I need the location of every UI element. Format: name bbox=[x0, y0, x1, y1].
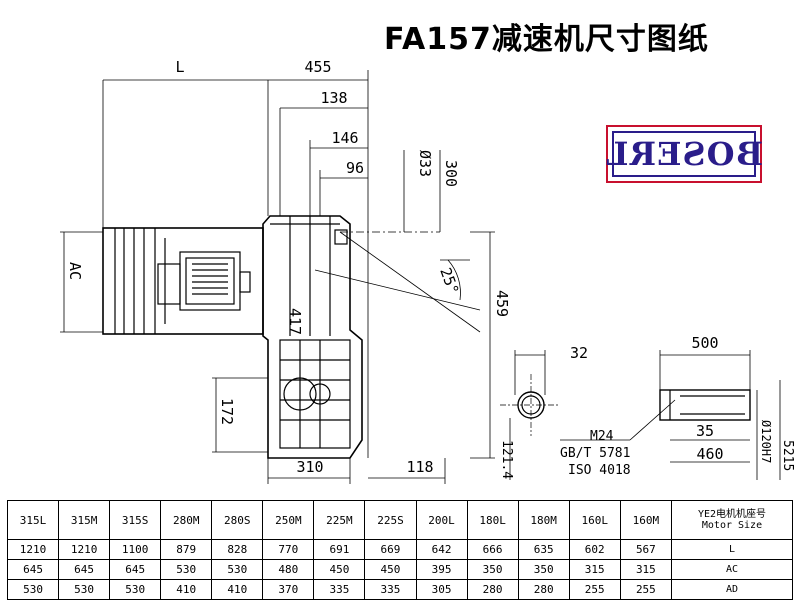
dim-5215: 5215 bbox=[780, 440, 795, 471]
table-cell: 530 bbox=[6, 579, 60, 600]
dim-l: L bbox=[175, 58, 184, 76]
dim-417: 417 bbox=[286, 308, 304, 335]
table-cell: 1210 bbox=[58, 539, 111, 560]
table-cell: 350 bbox=[517, 559, 570, 580]
table-cell: 450 bbox=[364, 559, 417, 580]
dim-32: 32 bbox=[570, 344, 588, 362]
dim-172: 172 bbox=[218, 398, 236, 425]
table-cell: 370 bbox=[262, 579, 315, 600]
table-cell: 669 bbox=[364, 539, 417, 560]
thread-iso4018: ISO 4018 bbox=[568, 463, 631, 478]
table-cell: 645 bbox=[58, 559, 111, 580]
table-size-cell: 200L bbox=[415, 500, 468, 540]
table-size-cell: 225M bbox=[313, 500, 366, 540]
dim-ac: AC bbox=[66, 262, 84, 280]
table-cell: 315 bbox=[619, 559, 673, 580]
dim-118: 118 bbox=[406, 458, 433, 476]
brand-logo-inner: BOSERL bbox=[605, 131, 763, 177]
table-cell: 305 bbox=[415, 579, 468, 600]
table-cell: 350 bbox=[466, 559, 519, 580]
table-size-cell: 250M bbox=[262, 500, 315, 540]
table-cell: 315 bbox=[568, 559, 621, 580]
table-cell: 828 bbox=[211, 539, 264, 560]
dim-0120h7: Ø120H7 bbox=[759, 420, 773, 463]
table-cell: 410 bbox=[211, 579, 264, 600]
table-cell: 645 bbox=[6, 559, 60, 580]
motor-body bbox=[102, 227, 264, 335]
dim-459: 459 bbox=[493, 290, 511, 317]
table-size-cell: 280S bbox=[211, 500, 264, 540]
table-row-label: AD bbox=[671, 579, 793, 600]
table-cell: 410 bbox=[160, 579, 213, 600]
table-size-cell: 160L bbox=[568, 500, 621, 540]
drawing-title: FA157减速机尺寸图纸 bbox=[384, 22, 709, 57]
dim-500: 500 bbox=[691, 334, 718, 352]
dim-138: 138 bbox=[320, 89, 347, 107]
table-cell: 1210 bbox=[6, 539, 60, 560]
table-cell: 280 bbox=[466, 579, 519, 600]
table-size-cell: 225S bbox=[364, 500, 417, 540]
table-cell: 335 bbox=[313, 579, 366, 600]
table-cell: 480 bbox=[262, 559, 315, 580]
table-cell: 691 bbox=[313, 539, 366, 560]
table-cell: 1100 bbox=[109, 539, 162, 560]
table-size-cell: 315L bbox=[6, 500, 60, 540]
table-cell: 635 bbox=[517, 539, 570, 560]
table-size-cell: 315M bbox=[58, 500, 111, 540]
brand-logo: BOSERL bbox=[605, 125, 763, 183]
table-cell: 879 bbox=[160, 539, 213, 560]
gearbox-body bbox=[262, 215, 363, 459]
table-cell: 770 bbox=[262, 539, 315, 560]
dim-121-4: 121.4 bbox=[499, 440, 514, 479]
table-row-label: L bbox=[671, 539, 793, 560]
table-cell: 255 bbox=[568, 579, 621, 600]
table-cell: 255 bbox=[619, 579, 673, 600]
shaft-end-view bbox=[500, 350, 560, 480]
table-header-label-en: Motor Size bbox=[701, 520, 763, 531]
table-cell: 335 bbox=[364, 579, 417, 600]
dim-96: 96 bbox=[346, 159, 364, 177]
table-row-label: AC bbox=[671, 559, 793, 580]
dim-300: 300 bbox=[442, 160, 460, 187]
table-header-label-cn: YE2电机机座号 bbox=[697, 509, 767, 520]
dim-033: Ø33 bbox=[416, 150, 434, 177]
thread-m24: M24 bbox=[590, 429, 614, 444]
table-cell: 666 bbox=[466, 539, 519, 560]
table-size-cell: 180M bbox=[517, 500, 570, 540]
table-cell: 645 bbox=[109, 559, 162, 580]
table-size-cell: 280M bbox=[160, 500, 213, 540]
table-cell: 395 bbox=[415, 559, 468, 580]
dim-35: 35 bbox=[696, 422, 714, 440]
table-cell: 642 bbox=[415, 539, 468, 560]
table-cell: 530 bbox=[160, 559, 213, 580]
table-cell: 530 bbox=[109, 579, 162, 600]
dim-25deg: 25° bbox=[436, 265, 462, 297]
table-size-cell: 160M bbox=[619, 500, 673, 540]
dim-310: 310 bbox=[296, 458, 323, 476]
dim-455: 455 bbox=[304, 58, 331, 76]
table-cell: 530 bbox=[58, 579, 111, 600]
table-cell: 602 bbox=[568, 539, 621, 560]
table-size-cell: 180L bbox=[466, 500, 519, 540]
table-cell: 280 bbox=[517, 579, 570, 600]
table-size-cell: 315S bbox=[109, 500, 162, 540]
dim-146: 146 bbox=[331, 129, 358, 147]
shaft-side-view bbox=[560, 350, 781, 480]
table-cell: 567 bbox=[619, 539, 673, 560]
dim-460: 460 bbox=[696, 445, 723, 463]
table-cell: 530 bbox=[211, 559, 264, 580]
table-cell: 450 bbox=[313, 559, 366, 580]
technical-drawing: L 455 138 146 96 Ø33 300 25° 459 417 AC … bbox=[60, 58, 795, 484]
thread-gbt5781: GB/T 5781 bbox=[560, 446, 630, 461]
